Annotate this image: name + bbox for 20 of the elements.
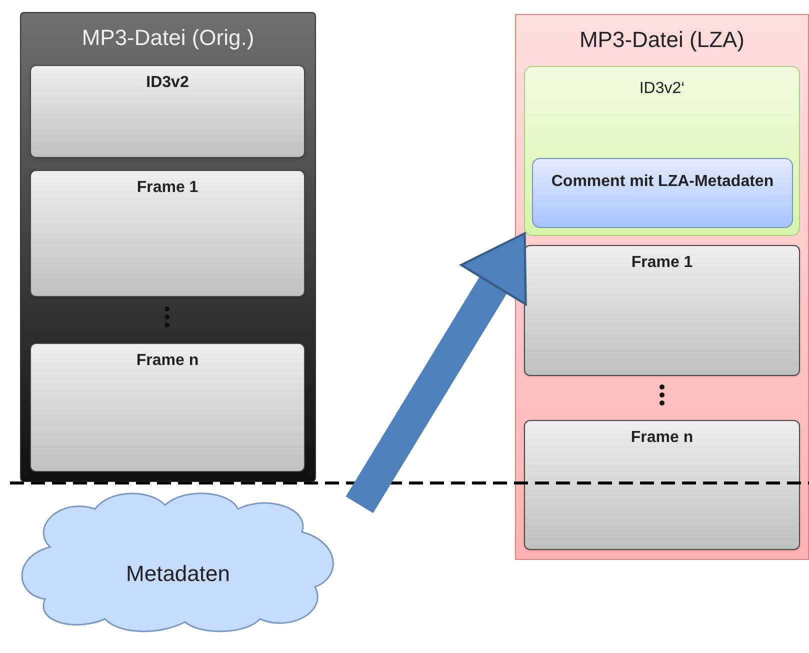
frame-box bbox=[524, 245, 800, 376]
box-heading: ID3v2 bbox=[146, 74, 189, 91]
tag-box bbox=[524, 66, 800, 236]
file-panel bbox=[20, 12, 316, 482]
file-panel bbox=[515, 14, 809, 560]
box-heading: Frame 1 bbox=[136, 179, 198, 196]
box-label: Metadaten bbox=[126, 561, 230, 586]
box-heading: Frame n bbox=[630, 429, 694, 446]
frame-box bbox=[30, 343, 305, 472]
block-arrow bbox=[346, 232, 527, 514]
box-heading: ID3v2‘ bbox=[639, 80, 685, 97]
frame-box bbox=[30, 170, 305, 297]
frame-box bbox=[524, 420, 800, 550]
box-heading: MP3-Datei (Orig.) bbox=[82, 25, 254, 50]
box-label: Comment mit LZA-Metadaten bbox=[551, 173, 774, 190]
frame-box bbox=[30, 65, 305, 158]
box-heading: MP3-Datei (LZA) bbox=[579, 27, 745, 52]
comment-box bbox=[532, 158, 793, 228]
box-heading: Frame 1 bbox=[631, 254, 693, 271]
box-heading: Frame n bbox=[136, 352, 199, 369]
